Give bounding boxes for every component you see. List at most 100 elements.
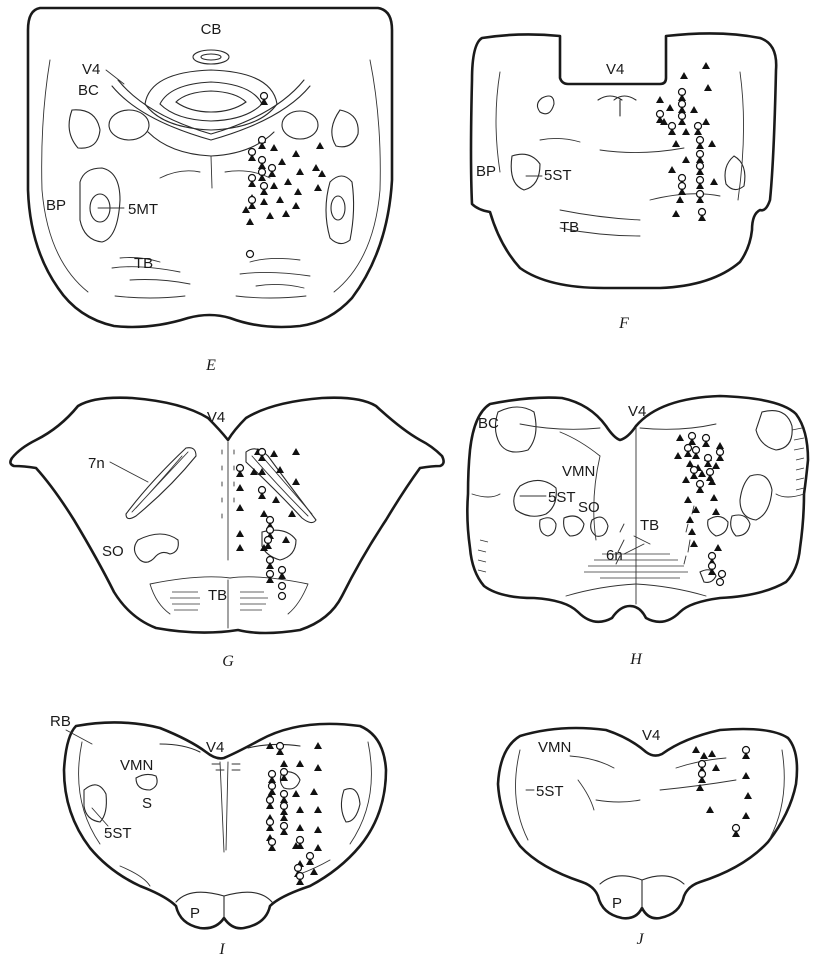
triangle-marker (704, 460, 712, 467)
triangle-marker (260, 188, 268, 195)
anatomical-contour (740, 475, 772, 520)
label-7n: 7n (88, 455, 105, 472)
anatomical-contour (332, 110, 358, 147)
label-tb: TB (560, 219, 579, 236)
triangle-marker (684, 496, 692, 503)
anatomical-contour (596, 780, 736, 802)
recording-markers (692, 746, 752, 837)
triangle-marker (272, 496, 280, 503)
triangle-marker (742, 772, 750, 779)
triangle-marker (310, 788, 318, 795)
triangle-marker (282, 210, 290, 217)
triangle-marker (696, 142, 704, 149)
triangle-marker (268, 170, 276, 177)
triangle-marker (306, 858, 314, 865)
anatomical-contour (211, 156, 212, 188)
triangle-marker (266, 212, 274, 219)
triangle-marker (690, 472, 698, 479)
triangle-marker (688, 528, 696, 535)
label-so: SO (578, 499, 600, 516)
section-outline (28, 8, 392, 327)
triangle-marker (280, 814, 288, 821)
label-vmn: VMN (120, 757, 153, 774)
triangle-marker (258, 454, 266, 461)
label-5st: 5ST (544, 167, 572, 184)
triangle-marker (684, 450, 692, 457)
triangle-marker (258, 174, 266, 181)
triangle-marker (680, 72, 688, 79)
panel-g: V4 7n SO TB (10, 398, 443, 670)
triangle-marker (266, 802, 274, 809)
anatomical-contour (118, 80, 304, 134)
panel-i: RB V4 VMN S 5ST P (50, 713, 386, 958)
triangle-marker (696, 168, 704, 175)
triangle-marker (710, 494, 718, 501)
anatomical-contour (537, 96, 554, 114)
label-5st: 5ST (548, 489, 576, 506)
triangle-marker (248, 180, 256, 187)
label-bc: BC (478, 415, 499, 432)
anatomical-contour (326, 176, 354, 244)
triangle-marker (682, 156, 690, 163)
triangle-marker (270, 450, 278, 457)
label-v4: V4 (207, 409, 225, 426)
spinal-trigeminal-tract (511, 154, 540, 190)
triangle-marker (258, 492, 266, 499)
label-v4: V4 (206, 739, 224, 756)
label-v4: V4 (82, 61, 100, 78)
circle-marker (279, 593, 286, 600)
triangle-marker (702, 440, 710, 447)
anatomical-contour (132, 452, 188, 512)
label-s: S (142, 795, 152, 812)
triangle-marker (270, 182, 278, 189)
triangle-marker (314, 742, 322, 749)
label-v4: V4 (642, 727, 660, 744)
anatomical-contour (624, 536, 650, 554)
triangle-marker (276, 466, 284, 473)
triangle-marker (692, 452, 700, 459)
anatomical-contour (282, 111, 318, 139)
spinal-trigeminal-tract (84, 785, 106, 822)
anatomical-contour (495, 407, 536, 452)
anatomical-contour (472, 494, 804, 497)
triangle-marker (260, 510, 268, 517)
label-rb: RB (50, 713, 71, 730)
triangle-marker (276, 196, 284, 203)
circle-marker (719, 571, 726, 578)
triangle-marker (294, 188, 302, 195)
label-p: P (612, 895, 622, 912)
triangle-marker (264, 542, 272, 549)
triangle-marker (676, 434, 684, 441)
panel-caption: F (618, 315, 629, 332)
panel-j: VMN V4 5ST P J (498, 727, 797, 948)
triangle-marker (270, 144, 278, 151)
triangle-marker (280, 828, 288, 835)
recording-markers (266, 742, 322, 885)
triangle-marker (708, 140, 716, 147)
triangle-marker (702, 62, 710, 69)
triangle-marker (672, 210, 680, 217)
label-5mt: 5MT (128, 201, 158, 218)
triangle-marker (292, 790, 300, 797)
anatomical-contour (598, 96, 636, 116)
triangle-marker (682, 128, 690, 135)
triangle-marker (698, 776, 706, 783)
triangle-marker (296, 168, 304, 175)
triangle-marker (656, 96, 664, 103)
triangle-marker (246, 218, 254, 225)
panel-f: V4 BP 5ST TB (471, 33, 776, 332)
recording-markers (674, 433, 726, 586)
triangle-marker (314, 826, 322, 833)
triangle-marker (314, 764, 322, 771)
anatomical-contour (220, 762, 228, 852)
triangle-marker (266, 824, 274, 831)
anatomical-contour (496, 72, 744, 200)
triangle-marker (236, 544, 244, 551)
triangle-marker (686, 516, 694, 523)
triangle-marker (686, 460, 694, 467)
triangle-marker (236, 530, 244, 537)
triangle-marker (714, 544, 722, 551)
panel-h: BC V4 VMN 5ST SO TB 6n (467, 396, 808, 668)
triangle-marker (708, 750, 716, 757)
anatomical-contour (115, 296, 306, 298)
